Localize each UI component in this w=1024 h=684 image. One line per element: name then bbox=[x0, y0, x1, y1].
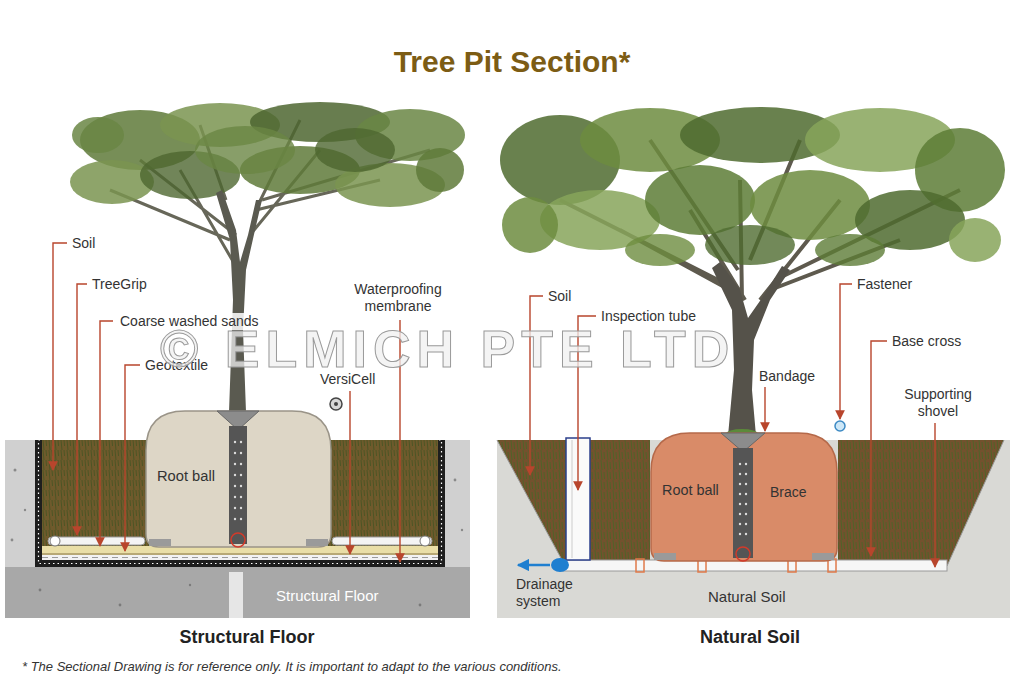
part-label: Base cross bbox=[892, 333, 961, 350]
root-ball: Root ball bbox=[145, 410, 332, 548]
tree-right bbox=[645, 165, 755, 235]
part-label: Structural Floor bbox=[276, 587, 379, 605]
natural-ground bbox=[636, 559, 644, 572]
part-label: Brace bbox=[770, 484, 807, 501]
tree-left bbox=[416, 148, 464, 192]
part-label: Drainage system bbox=[516, 576, 590, 610]
root-ball: Root ball bbox=[650, 432, 838, 562]
watermark: © ELMICH PTE LTD bbox=[160, 318, 735, 380]
part-label: Fastener bbox=[857, 276, 912, 293]
structural-ground bbox=[11, 539, 14, 542]
structural-ground bbox=[332, 537, 432, 545]
part-label: Waterproofing membrane bbox=[345, 281, 451, 315]
part-label: Soil bbox=[548, 288, 571, 305]
leader-line bbox=[100, 321, 113, 546]
natural-ground bbox=[551, 558, 569, 572]
tree-left bbox=[72, 117, 124, 153]
part-label: Supporting shovel bbox=[890, 386, 986, 420]
structural-ground bbox=[39, 589, 42, 592]
leader-line bbox=[77, 284, 87, 535]
part-label: TreeGrip bbox=[92, 276, 147, 293]
structural-ground bbox=[5, 567, 470, 618]
leader-line bbox=[840, 284, 852, 419]
structural-ground bbox=[461, 529, 463, 531]
structural-ground bbox=[42, 557, 438, 558]
tree-right bbox=[500, 107, 1005, 439]
structural-ground bbox=[454, 479, 457, 482]
structural-ground bbox=[42, 555, 438, 560]
natural-ground bbox=[947, 440, 1004, 566]
structural-ground bbox=[48, 537, 145, 545]
tree-right bbox=[949, 218, 1001, 262]
structural-ground bbox=[14, 469, 17, 472]
structural-ground bbox=[24, 509, 26, 511]
tree-right bbox=[815, 234, 885, 266]
node-label: Root ball bbox=[157, 468, 215, 485]
panel-caption: Structural Floor bbox=[179, 626, 314, 648]
leader-line bbox=[125, 365, 140, 551]
tree-left bbox=[195, 126, 295, 174]
leader-line bbox=[764, 387, 765, 431]
tree-left bbox=[70, 160, 154, 204]
leader-line bbox=[871, 341, 887, 556]
natural-ground bbox=[518, 564, 550, 567]
part-label: Natural Soil bbox=[708, 588, 786, 606]
caption: * The Sectional Drawing is for reference… bbox=[22, 658, 562, 675]
title: Tree Pit Section* bbox=[394, 44, 631, 80]
node-label: Root ball bbox=[662, 482, 719, 499]
leader-line bbox=[53, 243, 67, 470]
tree-left bbox=[334, 402, 338, 406]
tree-right bbox=[625, 234, 695, 266]
part-label: Soil bbox=[72, 235, 95, 252]
tree-right bbox=[705, 225, 795, 265]
structural-ground bbox=[42, 553, 438, 555]
natural-ground bbox=[838, 440, 1004, 566]
tree-left bbox=[330, 398, 342, 410]
structural-ground bbox=[50, 536, 60, 546]
natural-ground bbox=[572, 440, 573, 558]
part-label: Bandage bbox=[757, 368, 817, 385]
structural-ground bbox=[119, 604, 122, 607]
leader-line bbox=[53, 243, 935, 567]
structural-ground bbox=[420, 536, 430, 546]
tree-right bbox=[502, 197, 558, 253]
tree-right bbox=[835, 421, 845, 431]
tree-left bbox=[216, 190, 262, 412]
leader-line bbox=[934, 423, 935, 567]
leader-line bbox=[349, 391, 350, 554]
tree-left bbox=[315, 128, 395, 172]
panel-caption: Natural Soil bbox=[700, 626, 800, 648]
structural-ground bbox=[419, 604, 422, 607]
structural-ground bbox=[189, 584, 191, 586]
structural-ground bbox=[229, 572, 243, 618]
